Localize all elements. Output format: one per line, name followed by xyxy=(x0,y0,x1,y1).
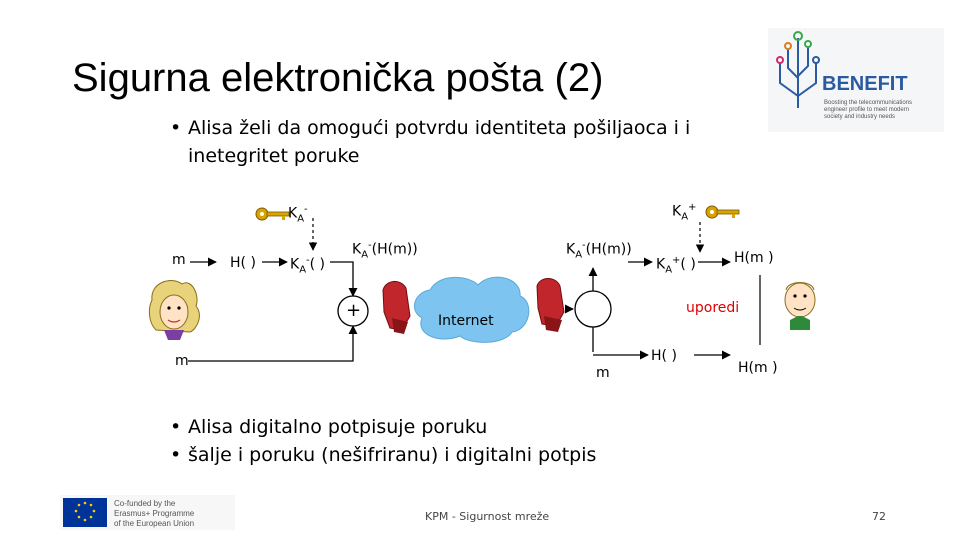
intro-line-1: Alisa želi da omogući potvrdu identiteta… xyxy=(188,117,691,139)
arrow-m-to-plus xyxy=(188,325,358,362)
intro-line-2: inetegritet poruke xyxy=(188,145,360,167)
public-key-label: KA+ xyxy=(672,202,697,223)
verify-function: KA+( ) xyxy=(656,255,696,276)
bullet-item-2: šalje i poruku (nešifriranu) i digitalni… xyxy=(188,444,597,466)
signed-hash-top: KA-(H(m)) xyxy=(352,240,418,261)
bullet-dot: • xyxy=(170,416,182,438)
split-circle xyxy=(574,290,612,328)
benefit-logo: BENEFIT Boosting the telecommunications … xyxy=(768,28,944,132)
arrow-sign-to-plus xyxy=(330,261,358,297)
chair-right-icon xyxy=(536,278,565,332)
signed-hash-right: KA-(H(m)) xyxy=(566,240,632,261)
chair-left-icon xyxy=(382,281,411,334)
compare-label: uporedi xyxy=(686,300,740,316)
hash-function-left: H( ) xyxy=(230,255,256,271)
slide-number: 72 xyxy=(872,510,886,523)
hm-bottom-label: H(m ) xyxy=(738,360,778,376)
private-key-label: KA- xyxy=(288,204,308,225)
plus-operator: + xyxy=(346,300,362,321)
eu-text-3: of the European Union xyxy=(114,519,194,528)
eu-text-1: Co-funded by the xyxy=(114,499,176,508)
benefit-name: BENEFIT xyxy=(822,73,908,95)
plus-operator-circle xyxy=(337,295,369,327)
bob-face-icon xyxy=(784,282,816,330)
internet-cloud xyxy=(413,276,530,343)
bullet-dot: • xyxy=(170,117,182,139)
benefit-tagline-1: Boosting the telecommunications xyxy=(824,100,912,106)
alice-face-icon xyxy=(148,280,200,340)
eu-erasmus-logo: Co-funded by the Erasmus+ Programme of t… xyxy=(60,495,235,530)
bullet-dot: • xyxy=(170,444,182,466)
eu-text-2: Erasmus+ Programme xyxy=(114,509,195,518)
benefit-tagline-2: engineer profile to meet modern xyxy=(824,107,909,113)
internet-label: Internet xyxy=(438,313,494,329)
message-m-right: m xyxy=(596,365,610,381)
hm-top-label: H(m ) xyxy=(734,250,774,266)
footer-course-name: KPM - Sigurnost mreže xyxy=(425,510,550,523)
public-key-icon xyxy=(705,205,740,219)
private-key-icon xyxy=(255,207,290,221)
page-title: Sigurna elektronička pošta (2) xyxy=(72,56,604,100)
message-m-bottom: m xyxy=(175,353,189,369)
hash-function-right: H( ) xyxy=(651,348,677,364)
benefit-tagline-3: society and industry needs xyxy=(824,114,895,120)
message-m-top: m xyxy=(172,252,186,268)
bullet-item-1: Alisa digitalno potpisuje poruku xyxy=(188,416,488,438)
sign-function: KA-( ) xyxy=(290,255,326,276)
